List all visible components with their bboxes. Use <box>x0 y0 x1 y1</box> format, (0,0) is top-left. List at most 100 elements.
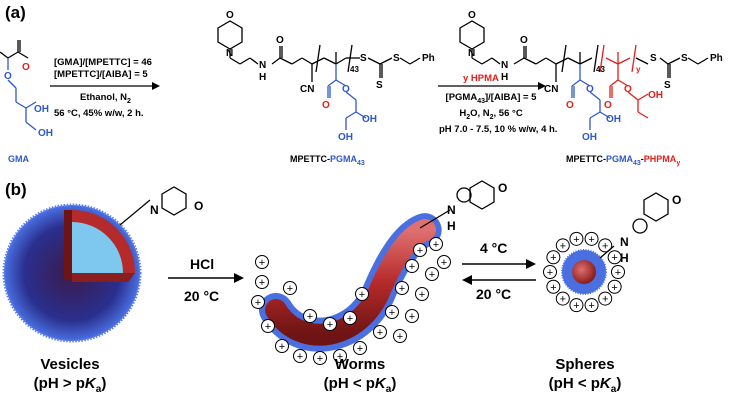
caption-spheres: Spheres (pH < pKa) <box>525 355 645 399</box>
sphere-morpholine <box>632 192 669 234</box>
p2-hpma-o2: O <box>624 84 632 95</box>
svg-text:+: + <box>573 300 579 312</box>
sphere-illustration <box>561 249 607 295</box>
p1-s1: S <box>360 53 367 64</box>
p1-s2: S <box>376 80 383 91</box>
svg-text:+: + <box>389 307 395 319</box>
sphere-charge-7: + <box>543 265 557 279</box>
p1-ph: Ph <box>422 53 435 64</box>
reaction2-conditions: [PGMA43]/[AIBA] = 5 H432O, N2, 56 °C pH … <box>439 92 557 136</box>
svg-text:+: + <box>417 245 423 257</box>
svg-text:+: + <box>409 311 415 323</box>
p2-amide-o: O <box>520 35 528 46</box>
p2-hpma-oh: OH <box>648 90 663 101</box>
p1-oh-2: OH <box>338 132 353 143</box>
r1-line3: Ethanol, N2 <box>80 92 131 105</box>
vesicle-morpholine <box>161 186 187 216</box>
svg-text:+: + <box>327 319 333 331</box>
sphere-charge-10: + <box>569 231 584 246</box>
reaction2-reagent: y HPMA <box>463 73 499 84</box>
step2-bottom: 20 °C <box>476 286 512 302</box>
vesicle-illustration <box>2 199 151 343</box>
p2-s2: S <box>664 80 671 91</box>
worm-charge-14: + <box>429 237 443 251</box>
sphere-charge-0: + <box>611 265 625 279</box>
step1-bottom: 20 °C <box>184 288 220 304</box>
svg-text:+: + <box>429 269 435 281</box>
p2-dp1: 43 <box>596 65 605 74</box>
svg-text:+: + <box>547 267 553 279</box>
worm-morph-n: N <box>447 203 456 217</box>
gma-carbonyl-o: O <box>22 62 30 73</box>
svg-text:+: + <box>357 343 363 355</box>
p1-dp: 43 <box>350 65 359 74</box>
worm-charge-10: + <box>385 305 399 319</box>
r1-line4: 56 °C, 45% w/w, 2 h. <box>54 107 144 119</box>
gma-monomer-structure <box>0 40 37 131</box>
svg-text:+: + <box>259 257 265 269</box>
r1-line1: [GMA]/[MPETTC] = 46 <box>54 57 152 68</box>
worm-charge-16: + <box>425 267 439 281</box>
caption-worms: Worms (pH < pKa) <box>300 355 420 399</box>
sphere-charges: ++++++++++++++ <box>543 231 625 313</box>
sphere-charge-12: + <box>598 238 613 253</box>
p1-nh-h: H <box>259 72 266 83</box>
svg-text:+: + <box>347 313 353 325</box>
p2-morph-o: O <box>468 10 476 21</box>
p2-hpma-o: O <box>604 100 612 111</box>
svg-text:+: + <box>279 341 285 353</box>
caption-vesicles-name: Vesicles <box>40 356 100 373</box>
reaction1-conditions-bottom: Ethanol, N2 56 °C, 45% w/w, 2 h. <box>54 92 144 120</box>
gma-oh-1: OH <box>34 104 49 115</box>
sphere-morph-h: H <box>620 251 629 265</box>
p1-nh-n: N <box>259 60 266 71</box>
svg-text:+: + <box>337 351 343 363</box>
worm-charges: +++++++++++++++++++++++++ <box>251 237 451 365</box>
svg-text:+: + <box>377 327 383 339</box>
worm-charge-9: + <box>373 325 387 339</box>
caption-worms-cond: (pH < pKa) <box>323 375 397 395</box>
svg-text:+: + <box>550 282 556 294</box>
p2-oh-2: OH <box>582 132 597 143</box>
worm-charge-8: + <box>353 341 367 355</box>
p2-ester-o: O <box>566 100 574 111</box>
r1-line2: [MPETTC]/[AIBA] = 5 <box>54 69 148 80</box>
worm-morph-h: H <box>447 219 456 233</box>
svg-text:+: + <box>588 300 594 312</box>
r2-line1: [PGMA43]/[AIBA] = 5 <box>445 92 537 105</box>
sphere-charge-3: + <box>584 298 599 313</box>
panel-a-label: (a) <box>5 3 26 22</box>
sphere-charge-1: + <box>607 279 622 294</box>
worm-charge-7: + <box>333 349 347 363</box>
sphere-charge-11: + <box>584 231 599 246</box>
p2-nh-h: H <box>501 72 508 83</box>
svg-text:+: + <box>550 252 556 264</box>
product1-name: MPETTC-PGMA43 <box>290 154 365 167</box>
p1-ester-o2: O <box>342 84 350 95</box>
sphere-charge-8: + <box>546 250 561 265</box>
svg-text:+: + <box>588 234 594 246</box>
p2-s1: S <box>650 53 657 64</box>
p2-nh-n: N <box>501 60 508 71</box>
r2-line2: H432O, N2, 56 °C <box>459 107 523 121</box>
sphere-charge-6: + <box>546 279 561 294</box>
worm-charge-20: + <box>283 281 297 295</box>
worm-charge-1: + <box>255 275 269 289</box>
p2-s3: S <box>681 53 688 64</box>
step2-top: 4 °C <box>480 240 508 256</box>
p2-ester-o2: O <box>586 84 594 95</box>
vesicle-morph-o: O <box>194 199 203 213</box>
svg-text:+: + <box>307 311 313 323</box>
worm-charge-4: + <box>275 339 289 353</box>
sphere-charge-9: + <box>555 238 570 253</box>
svg-text:+: + <box>611 252 617 264</box>
svg-text:+: + <box>611 282 617 294</box>
worm-charge-11: + <box>395 281 409 295</box>
p2-oh-1: OH <box>606 114 621 125</box>
step1-top: HCl <box>190 256 215 272</box>
p1-morph-n: N <box>226 48 233 59</box>
svg-text:+: + <box>602 240 608 252</box>
svg-text:+: + <box>359 289 365 301</box>
svg-text:+: + <box>255 297 261 309</box>
product2-name: MPETTC-PGMA43-PHPMAy <box>566 154 681 167</box>
